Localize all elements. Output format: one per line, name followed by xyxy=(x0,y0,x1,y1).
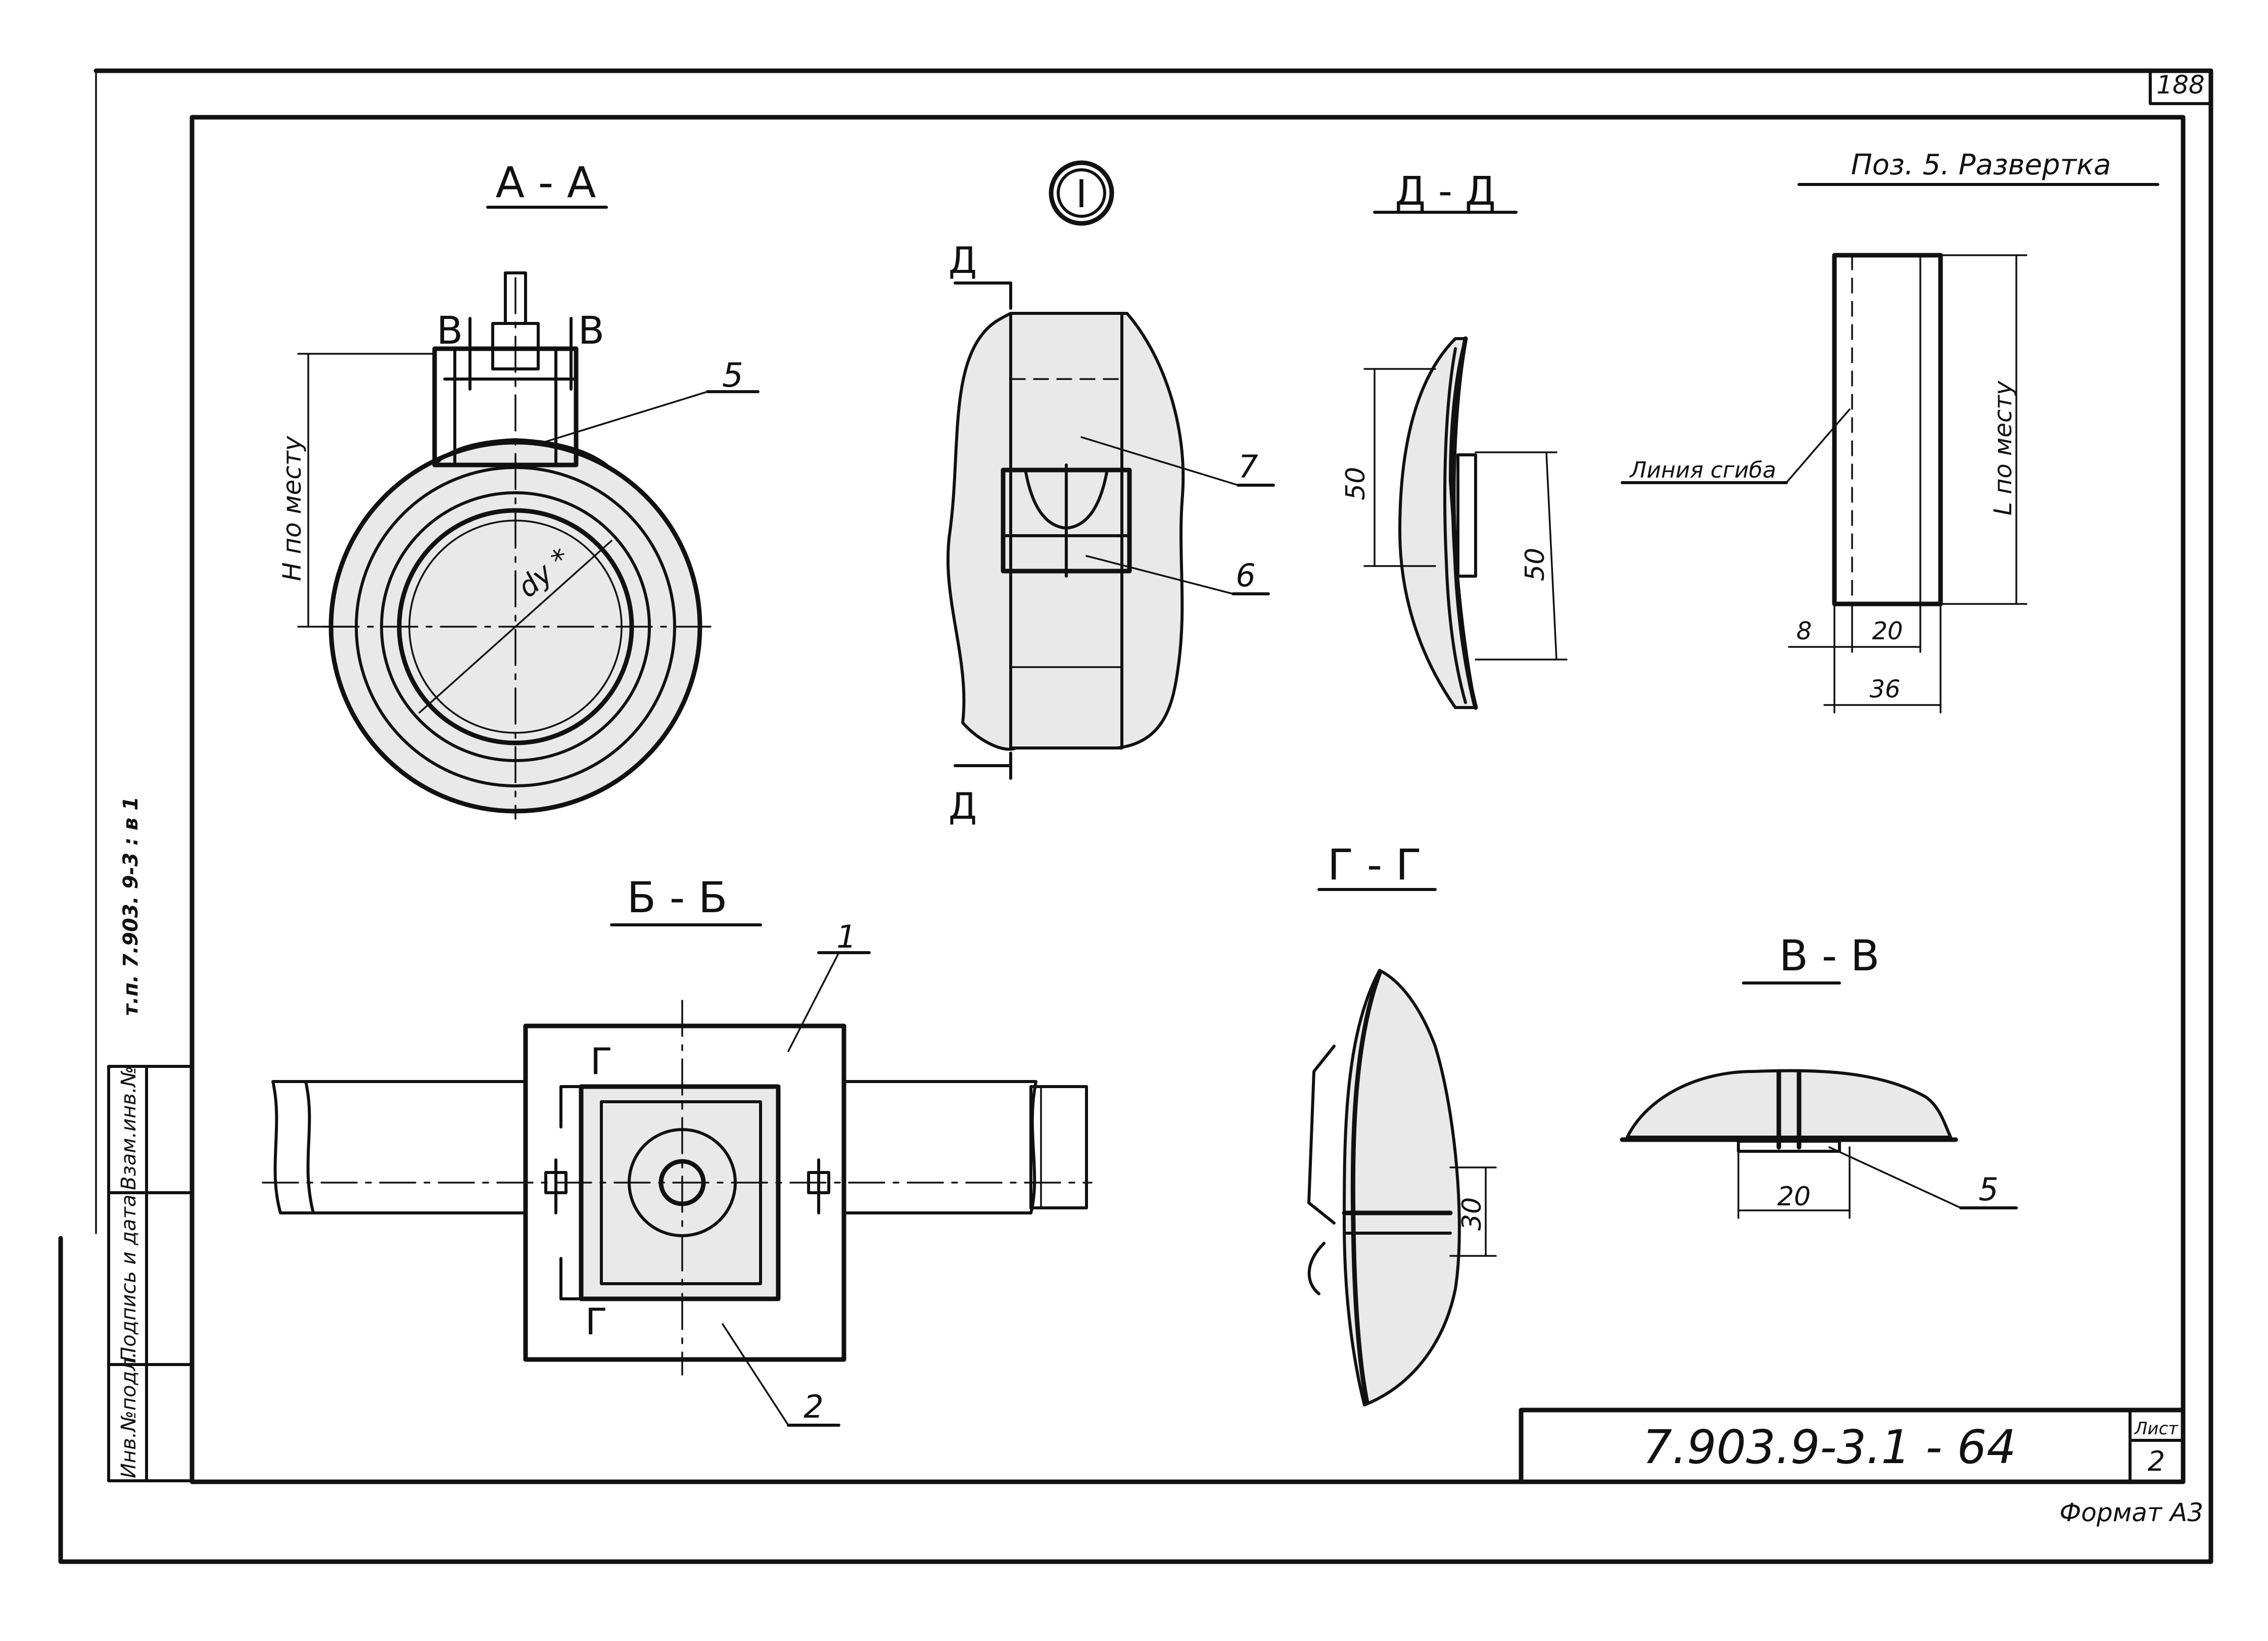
detail-callout-7: 7 xyxy=(1238,448,1258,485)
view-gg-title: Г - Г xyxy=(1328,840,1422,889)
bb-callout-2: 2 xyxy=(804,1388,823,1425)
gg-dim-30: 30 xyxy=(1457,1197,1487,1231)
view-gg: Г - Г 30 xyxy=(1307,840,1497,1406)
bb-cut-bottom: Г xyxy=(585,1300,607,1343)
view-dd-title: Д - Д xyxy=(1395,169,1496,214)
stamp-cell-vzam: Взам.инв.№ xyxy=(117,1066,140,1190)
view-razvertka: Поз. 5. Развертка Линия сгиба L по месту… xyxy=(1621,149,2159,714)
sheet-label: Лист xyxy=(2134,1419,2179,1439)
detail-callout-6: 6 xyxy=(1236,557,1255,594)
razvertka-dim-8: 8 xyxy=(1797,617,1812,645)
dd-dim-left: 50 xyxy=(1341,467,1371,500)
view-bb-title: Б - Б xyxy=(627,873,728,922)
aa-cut-left: В xyxy=(437,308,463,353)
detail-cut-top: Д xyxy=(949,239,977,282)
title-block: 7.903.9-3.1 - 64 Лист 2 Формат А3 xyxy=(1519,1408,2203,1527)
stamp-cell-podpis: Подпись и дата xyxy=(117,1195,140,1362)
aa-cut-right: В xyxy=(578,308,604,353)
detail-cut-bottom: Д xyxy=(949,785,977,827)
bb-cut-top: Г xyxy=(590,1040,612,1083)
format-label: Формат А3 xyxy=(2059,1498,2203,1527)
vv-callout-5: 5 xyxy=(1978,1171,1998,1208)
view-detail-i: I Д Д 7 6 xyxy=(946,160,1275,827)
razvertka-dim-20: 20 xyxy=(1872,617,1903,645)
outer-frame xyxy=(58,68,2213,1564)
sheet-number: 2 xyxy=(2148,1445,2165,1477)
bb-callout-1: 1 xyxy=(836,918,856,955)
page-number-box: 188 xyxy=(2149,69,2212,105)
aa-callout-5: 5 xyxy=(722,356,743,395)
doc-code: 7.903.9-3.1 - 64 xyxy=(1642,1420,2016,1474)
dd-dim-right: 50 xyxy=(1520,548,1550,581)
view-aa: А - А dу * В В Н по месту xyxy=(277,158,760,820)
inner-frame xyxy=(190,115,2186,1484)
page-number: 188 xyxy=(2156,70,2204,100)
razvertka-dim-length: L по месту xyxy=(1989,381,2017,515)
aa-dim-height: Н по месту xyxy=(277,435,307,581)
razvertka-title: Поз. 5. Развертка xyxy=(1851,149,2111,181)
view-dd: Д - Д 50 50 xyxy=(1341,169,1568,710)
view-vv: В - В 20 5 xyxy=(1620,931,2018,1219)
detail-title: I xyxy=(1076,171,1087,216)
view-vv-title: В - В xyxy=(1779,931,1880,980)
vv-dim-20: 20 xyxy=(1777,1182,1811,1212)
side-note: т.п. 7.903. 9-3 : в 1 xyxy=(119,796,143,1016)
razvertka-dim-36: 36 xyxy=(1869,675,1900,704)
left-stamp: Инв.№подл. Подпись и дата Взам.инв.№ т.п… xyxy=(107,796,194,1482)
view-bb: Б - Б Г Г 1 2 xyxy=(262,873,1093,1427)
view-aa-title: А - А xyxy=(496,158,596,207)
razvertka-bend-line: Линия сгиба xyxy=(1629,457,1776,483)
stamp-cell-inv-podl: Инв.№подл. xyxy=(117,1351,140,1478)
